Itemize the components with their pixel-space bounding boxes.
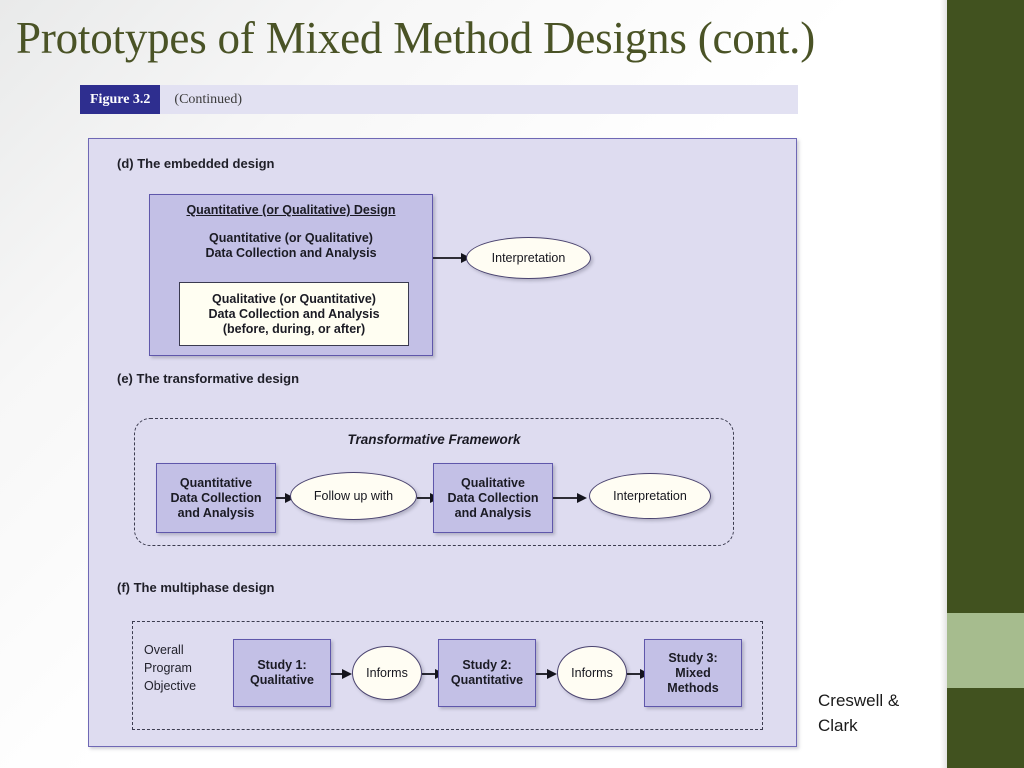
section-label-f: (f) The multiphase design xyxy=(117,580,275,595)
multiphase-informs2-ellipse: Informs xyxy=(557,646,627,700)
embedded-inner-line3: (before, during, or after) xyxy=(222,321,366,336)
multiphase-informs1-ellipse: Informs xyxy=(352,646,422,700)
study3-line2: Mixed xyxy=(675,665,711,680)
study1-line1: Study 1: xyxy=(257,658,307,672)
transformative-box2-line2: Data Collection xyxy=(447,490,539,505)
study2-line2: Quantitative xyxy=(450,673,524,687)
arrow-multiphase-1 xyxy=(331,669,352,679)
objective-line-2: Program xyxy=(144,661,192,675)
figure-panel: (d) The embedded design Quantitative (or… xyxy=(88,138,797,747)
embedded-inner-box: Qualitative (or Quantitative) Data Colle… xyxy=(179,282,409,346)
multiphase-objective-label: Overall Program Objective xyxy=(144,641,196,695)
attribution-line-2: Clark xyxy=(818,716,858,735)
right-light-green-block xyxy=(947,613,1024,688)
page-title: Prototypes of Mixed Method Designs (cont… xyxy=(16,13,816,63)
transformative-followup-ellipse: Follow up with xyxy=(290,472,417,520)
transformative-quantitative-box: Quantitative Data Collection and Analysi… xyxy=(156,463,276,533)
study1-line2: Qualitative xyxy=(250,673,314,687)
arrow-multiphase-3 xyxy=(536,669,557,679)
attribution-text: Creswell & Clark xyxy=(818,688,938,738)
multiphase-study3-box: Study 3: Mixed Methods xyxy=(644,639,742,707)
right-edge-gradient-strip xyxy=(940,0,947,768)
multiphase-study2-box: Study 2: Quantitative xyxy=(438,639,536,707)
transformative-box1-line1: Quantitative xyxy=(179,475,253,490)
transformative-interpretation-ellipse: Interpretation xyxy=(589,473,711,519)
embedded-outer-title: Quantitative (or Qualitative) Design xyxy=(186,203,396,217)
objective-line-3: Objective xyxy=(144,679,197,693)
objective-line-1: Overall xyxy=(144,643,184,657)
study3-line3: Methods xyxy=(667,680,719,695)
transformative-box1-line3: and Analysis xyxy=(177,505,255,520)
study3-line1: Study 3: xyxy=(668,650,718,665)
figure-caption-bar: Figure 3.2 (Continued) xyxy=(80,85,798,114)
attribution-line-1: Creswell & xyxy=(818,691,900,710)
multiphase-study1-box: Study 1: Qualitative xyxy=(233,639,331,707)
embedded-inner-line1: Qualitative (or Quantitative) xyxy=(212,291,376,306)
transformative-box1-line2: Data Collection xyxy=(170,490,262,505)
section-label-e: (e) The transformative design xyxy=(117,371,300,386)
transformative-qualitative-box: Qualitative Data Collection and Analysis xyxy=(433,463,553,533)
embedded-outer-line2: Data Collection and Analysis xyxy=(205,246,377,260)
study2-line1: Study 2: xyxy=(462,658,512,672)
embedded-inner-line2: Data Collection and Analysis xyxy=(208,306,380,321)
multiphase-container xyxy=(132,621,763,730)
transformative-box2-line1: Qualitative xyxy=(461,475,525,490)
embedded-interpretation-ellipse: Interpretation xyxy=(466,237,591,279)
transformative-framework-container xyxy=(134,418,734,546)
arrow-transformative-3 xyxy=(553,493,587,503)
figure-caption-text: (Continued) xyxy=(174,91,243,107)
transformative-box2-line3: and Analysis xyxy=(454,505,532,520)
transformative-framework-title: Transformative Framework xyxy=(347,432,521,447)
embedded-outer-line1: Quantitative (or Qualitative) xyxy=(209,231,373,245)
figure-number-chip: Figure 3.2 xyxy=(80,85,161,114)
section-label-d: (d) The embedded design xyxy=(117,156,275,171)
